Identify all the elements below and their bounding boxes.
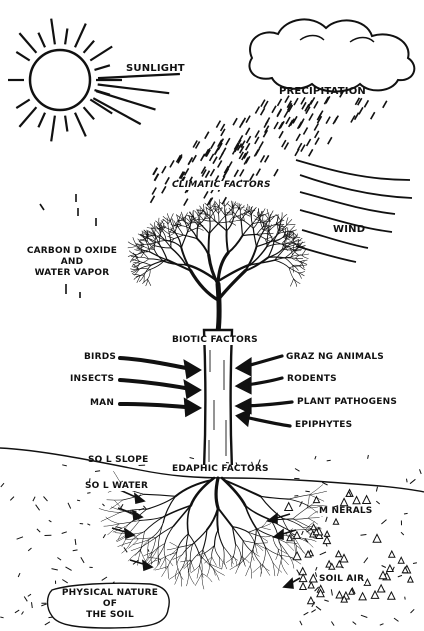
tree-crown xyxy=(128,200,309,333)
climatic-factors-label: CLIMATIC FACTORS xyxy=(170,181,273,190)
carbon-dioxide-label-1: CARBON D OXIDE xyxy=(22,247,122,256)
soil-water-label: SO L WATER xyxy=(84,482,149,491)
man-label: MAN xyxy=(90,399,114,408)
biotic-arrows-right xyxy=(238,356,292,426)
rodents-label: RODENTS xyxy=(287,375,337,384)
grazing-animals-label: GRAZ NG ANIMALS xyxy=(286,353,384,362)
minerals-label: M NERALS xyxy=(318,507,373,516)
precipitation-label: PRECIPITATION xyxy=(279,87,366,97)
physical-nature-label-1: PHYSICAL NATURE xyxy=(55,589,165,598)
sunlight-label: SUNLIGHT xyxy=(126,64,185,74)
epiphytes-label: EPIPHYTES xyxy=(295,421,352,430)
soil-air-label: SOIL AIR xyxy=(318,575,365,584)
edaphic-factors-label: EDAPHIC FACTORS xyxy=(170,465,271,474)
tree-trunk xyxy=(204,330,232,470)
birds-label: BIRDS xyxy=(84,353,116,362)
biotic-factors-label: BIOTIC FACTORS xyxy=(170,336,260,345)
wind-lines xyxy=(296,160,412,262)
insects-label: INSECTS xyxy=(70,375,114,384)
wind-label: WIND xyxy=(333,225,365,235)
plant-pathogens-label: PLANT PATHOGENS xyxy=(297,398,397,407)
sun-rays xyxy=(8,19,180,142)
soil-slope-label: SO L SLOPE xyxy=(88,456,148,465)
sun-disc xyxy=(30,50,90,110)
physical-nature-label-3: THE SOIL xyxy=(55,611,165,620)
carbon-dioxide-label-2: AND xyxy=(22,258,122,267)
biotic-arrows-left xyxy=(120,358,198,414)
physical-nature-label-2: OF xyxy=(55,600,165,609)
carbon-dioxide-label-3: WATER VAPOR xyxy=(22,269,122,278)
sun-icon xyxy=(8,19,180,142)
cloud-icon xyxy=(249,19,414,91)
